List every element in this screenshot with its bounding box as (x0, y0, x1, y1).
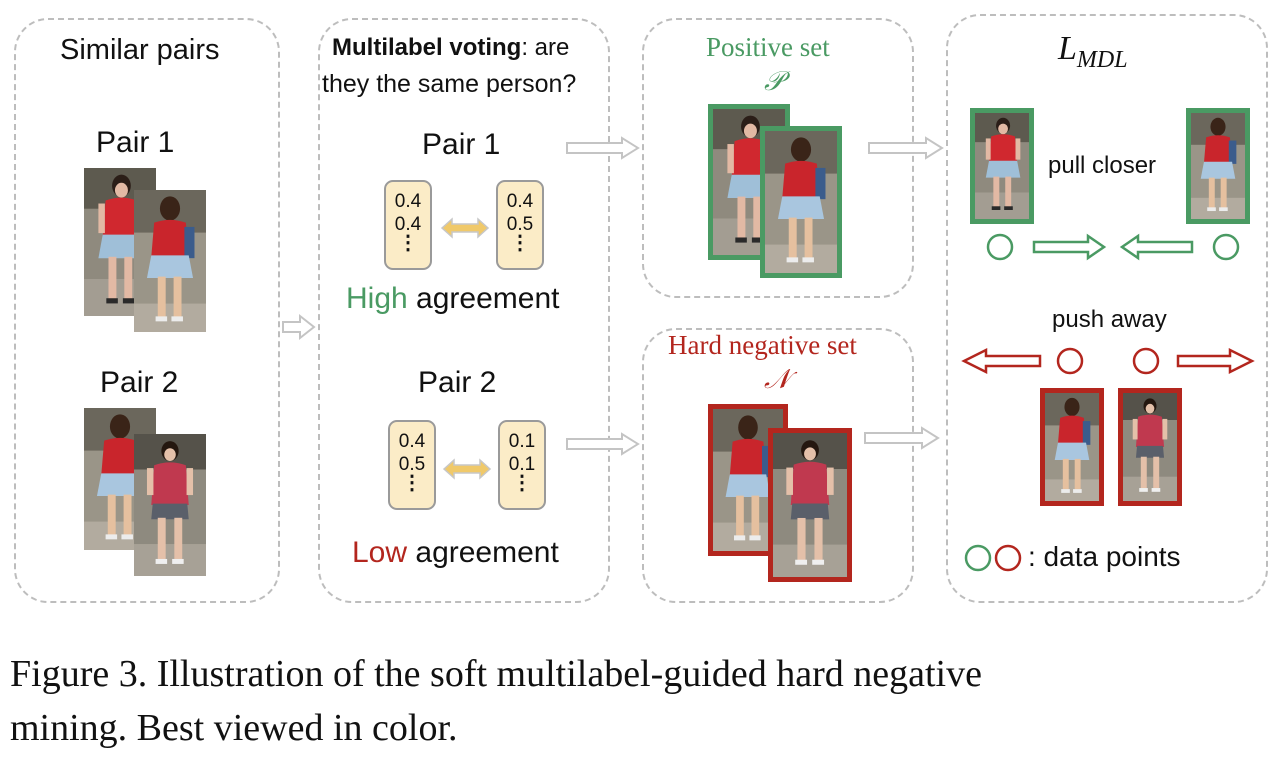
arrow-pair2-to-negative (566, 432, 640, 456)
high-word: High (346, 282, 408, 315)
panel1-pair2-label: Pair 2 (100, 366, 179, 399)
loss-negative-image-left (1040, 388, 1104, 506)
negative-set-symbol: 𝒩 (764, 364, 790, 394)
vector-ellipsis: ⋮ (402, 472, 422, 494)
vector-value: 0.4 (394, 214, 422, 235)
pull-arrow-right (1032, 233, 1107, 261)
agreement-word: agreement (407, 282, 560, 315)
pair2-right-vector: 0.1 0.1 ⋮ (498, 420, 546, 510)
positive-point-left (986, 233, 1014, 261)
pair1-double-arrow (440, 217, 490, 239)
push-away-graphic (961, 347, 1255, 375)
arrow-pair1-to-positive (566, 136, 640, 160)
low-word: Low (352, 536, 408, 569)
voting-question-bold: Multilabel voting (332, 34, 522, 61)
positive-set-symbol: 𝒫 (764, 66, 784, 96)
figure-caption-line2: mining. Best viewed in color. (10, 707, 458, 749)
vector-value: 0.4 (506, 191, 534, 212)
similar-pairs-title: Similar pairs (60, 34, 220, 66)
vector-value: 0.4 (398, 431, 426, 452)
legend-negative-circle (994, 544, 1022, 572)
vector-value: 0.1 (508, 454, 536, 475)
high-agreement-label: High agreement (346, 282, 559, 316)
voting-question-line1: Multilabel voting: are (332, 34, 569, 62)
pair1-right-vector: 0.4 0.5 ⋮ (496, 180, 544, 270)
negative-point-left (1056, 347, 1084, 375)
positive-point-right (1212, 233, 1240, 261)
voting-question-line2: they the same person? (322, 70, 577, 98)
push-arrow-right (1176, 347, 1255, 375)
pull-arrow-left (1119, 233, 1194, 261)
negative-point-right (1132, 347, 1160, 375)
push-arrow-left (961, 347, 1042, 375)
negative-set-title: Hard negative set (668, 330, 857, 360)
arrow-similar-to-voting (282, 313, 316, 341)
vector-value: 0.5 (398, 454, 426, 475)
loss-positive-image-right (1186, 108, 1250, 224)
push-away-label: push away (1052, 306, 1167, 333)
similar-pairs-panel (14, 18, 280, 603)
arrow-positive-to-loss (868, 136, 944, 160)
voting-pair1-label: Pair 1 (422, 128, 501, 161)
pair2-double-arrow (442, 458, 492, 480)
voting-pair2-label: Pair 2 (418, 366, 497, 399)
pair2-left-vector: 0.4 0.5 ⋮ (388, 420, 436, 510)
vector-ellipsis: ⋮ (398, 232, 418, 254)
legend-label: : data points (1028, 541, 1181, 572)
hard-negative-set-panel (642, 328, 914, 603)
vector-value: 0.4 (394, 191, 422, 212)
voting-question-rest: : are (521, 34, 570, 61)
pull-closer-label: pull closer (1048, 152, 1157, 179)
loss-title-main: L (1058, 30, 1077, 67)
figure-caption-line1: Figure 3. Illustration of the soft multi… (10, 653, 982, 695)
low-agreement-label: Low agreement (352, 536, 559, 570)
positive-image-front (760, 126, 842, 278)
pair1-left-vector: 0.4 0.4 ⋮ (384, 180, 432, 270)
loss-title: LMDL (1058, 30, 1128, 74)
pair1-image-front (134, 190, 206, 332)
pair2-image-front (134, 434, 206, 576)
legend-circles (964, 544, 1022, 572)
loss-title-sub: MDL (1076, 46, 1128, 73)
vector-ellipsis: ⋮ (510, 232, 530, 254)
legend-positive-circle (964, 544, 992, 572)
pull-closer-graphic (986, 233, 1240, 261)
agreement-word: agreement (407, 536, 559, 569)
positive-set-title: Positive set (706, 32, 830, 62)
negative-image-front (768, 428, 852, 582)
vector-value: 0.5 (506, 214, 534, 235)
multilabel-voting-panel (318, 18, 610, 603)
arrow-negative-to-loss (864, 426, 940, 450)
vector-ellipsis: ⋮ (512, 472, 532, 494)
positive-set-panel (642, 18, 914, 298)
loss-negative-image-right (1118, 388, 1182, 506)
vector-value: 0.1 (508, 431, 536, 452)
panel1-pair1-label: Pair 1 (96, 126, 175, 159)
loss-panel (946, 14, 1268, 603)
loss-positive-image-left (970, 108, 1034, 224)
